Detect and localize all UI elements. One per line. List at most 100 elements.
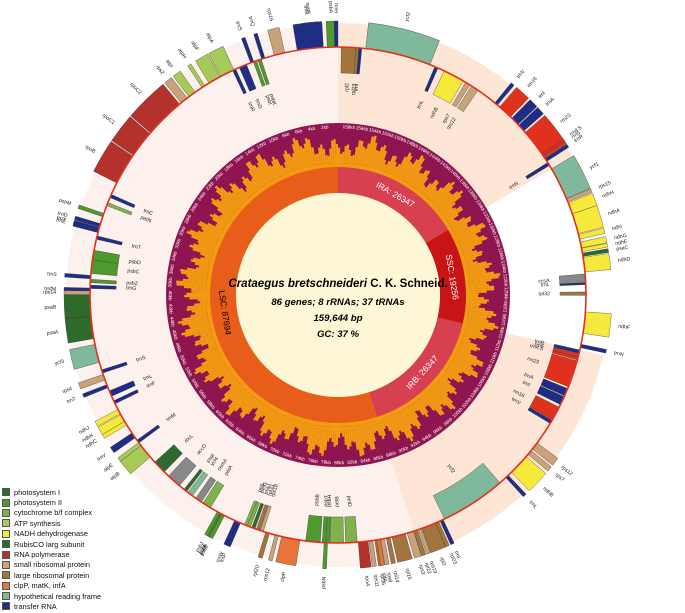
gc-bin-140 <box>207 361 225 373</box>
gene-label-trnM-45: trnM <box>165 412 177 423</box>
gc-bin-322 <box>469 275 499 282</box>
gene-label-rps11-75: rps11 <box>372 574 380 587</box>
gene-petD-73 <box>344 516 358 544</box>
gc-bin-160 <box>227 391 250 416</box>
gc-bin-31 <box>271 165 279 178</box>
legend-swatch <box>2 540 10 549</box>
gene-label-trnfM-31: trnfM <box>44 286 56 292</box>
gc-bin-5 <box>325 155 329 164</box>
gc-bin-110 <box>187 304 207 309</box>
gc-bin-395 <box>384 160 391 173</box>
gc-bin-162 <box>240 394 253 409</box>
gene-label-psaC-106: psaC <box>616 245 629 253</box>
gc-bin-184 <box>282 417 290 431</box>
gene-label-trnI-86: trnI <box>453 550 462 559</box>
gc-bin-218 <box>353 425 359 451</box>
gc-bin-387 <box>398 155 413 179</box>
gc-bin-263 <box>432 386 456 410</box>
gc-bin-24 <box>282 153 292 173</box>
gc-bin-145 <box>218 369 231 379</box>
gc-bin-8 <box>318 147 323 165</box>
tick-label-156kb: 156kb <box>355 125 369 132</box>
tick-label-158kb: 158kb <box>342 124 355 130</box>
gene-label-psbZ-29: psbZ <box>126 280 138 287</box>
gene-label-trnV-122: trnV <box>516 68 527 80</box>
gc-bin-121 <box>181 326 211 336</box>
gc-bin-267 <box>437 380 453 394</box>
gc-bin-280 <box>452 359 479 376</box>
gc-bin-244 <box>402 409 413 425</box>
legend-label: photosystem I <box>14 487 61 497</box>
gc-bin-418 <box>339 153 343 164</box>
gene-label-ycf2-87: ycf2 <box>446 463 456 474</box>
gene-label-rpl36-76: rpl36 <box>378 573 386 585</box>
gc-bin-278 <box>450 362 472 377</box>
tick-label-154kb: 154kb <box>368 127 382 135</box>
gene-label-ndhB-89: ndhB <box>541 486 554 499</box>
tick-label-96kb: 96kb <box>432 425 443 435</box>
tick-label-84kb: 84kb <box>360 457 371 464</box>
gene-label-rrn23-96: rrn23 <box>526 356 539 366</box>
tick-label-72kb: 72kb <box>282 451 293 459</box>
gc-bin-88 <box>193 257 211 264</box>
gene-label-trnG-9: trnG <box>254 98 263 110</box>
gc-bin-66 <box>213 213 228 224</box>
gc-bin-71 <box>207 222 223 233</box>
gc-bin-248 <box>409 405 419 419</box>
gc-bin-44 <box>245 177 258 192</box>
gc-bin-294 <box>463 333 477 340</box>
gene-label-psaJ-62: psaJ <box>263 483 273 496</box>
gc-bin-55 <box>220 187 242 207</box>
gc-bin-117 <box>181 318 209 326</box>
gene-label-trnS-28: trnS <box>47 271 57 278</box>
gc-bin-281 <box>453 357 474 370</box>
gene-label-trnL-103: trnL <box>541 282 550 288</box>
gc-bin-417 <box>341 151 345 164</box>
legend-label: large ribosomal protein <box>14 570 90 580</box>
gc-bin-397 <box>380 159 387 171</box>
gc-bin-212 <box>341 426 345 437</box>
gene-label-rpl20-65: rpl20 <box>252 565 261 578</box>
gc-percent: GC: 37 % <box>317 329 360 340</box>
gc-bin-13 <box>304 138 313 166</box>
gc-bin-118 <box>188 320 209 327</box>
gc-bin-258 <box>424 393 445 416</box>
gc-bin-64 <box>221 213 231 221</box>
gc-bin-403 <box>369 142 378 168</box>
gc-bin-120 <box>185 324 210 333</box>
gene-label-ndhC-43: ndhC <box>85 438 99 450</box>
gene-label-ndhF-101: ndhF <box>618 324 630 331</box>
gc-bin-21 <box>290 156 298 171</box>
gc-bin-96 <box>186 274 208 280</box>
gc-bin-94 <box>180 268 208 276</box>
gc-bin-0 <box>335 144 338 164</box>
tick-label-86kb: 86kb <box>373 454 384 461</box>
tick-label-144kb: 144kb <box>429 152 442 164</box>
gene-label-trnS-36: trnS <box>136 355 147 364</box>
gene-label-petD-73: petD <box>346 496 353 508</box>
gc-bin-297 <box>465 328 483 335</box>
gc-bin-1 <box>333 139 337 164</box>
gc-bin-16 <box>299 145 307 168</box>
gc-bin-361 <box>438 190 464 212</box>
gc-bin-175 <box>259 409 274 432</box>
gc-bin-203 <box>321 426 327 456</box>
gc-bin-100 <box>176 282 207 288</box>
gc-bin-25 <box>283 161 290 173</box>
gc-bin-351 <box>450 217 466 228</box>
gene-rpl32-102 <box>559 291 587 296</box>
gc-bin-172 <box>260 406 269 418</box>
gc-bin-167 <box>253 400 261 410</box>
gc-bin-91 <box>198 265 209 270</box>
gc-bin-177 <box>263 411 278 434</box>
gc-bin-242 <box>398 411 414 438</box>
gc-bin-268 <box>438 378 458 395</box>
gc-bin-400 <box>375 146 384 169</box>
gene-label-psbT-69: psbT <box>323 494 330 507</box>
gc-bin-348 <box>453 223 468 233</box>
gene-label-rps16-4: rps16 <box>265 8 274 22</box>
legend-item: ATP synthesis <box>2 518 152 528</box>
gc-bin-159 <box>225 390 249 415</box>
gc-bin-84 <box>192 247 213 257</box>
gene-label-rpl32-102: rpl32 <box>538 291 550 297</box>
